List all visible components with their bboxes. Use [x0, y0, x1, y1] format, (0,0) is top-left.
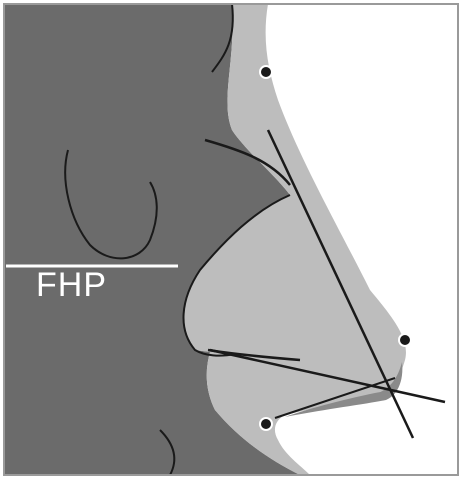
fhp-label: FHP	[36, 268, 107, 302]
landmark-pronasale-point	[399, 334, 411, 346]
landmark-nasion-point	[260, 66, 272, 78]
landmark-labrale-point	[260, 418, 272, 430]
